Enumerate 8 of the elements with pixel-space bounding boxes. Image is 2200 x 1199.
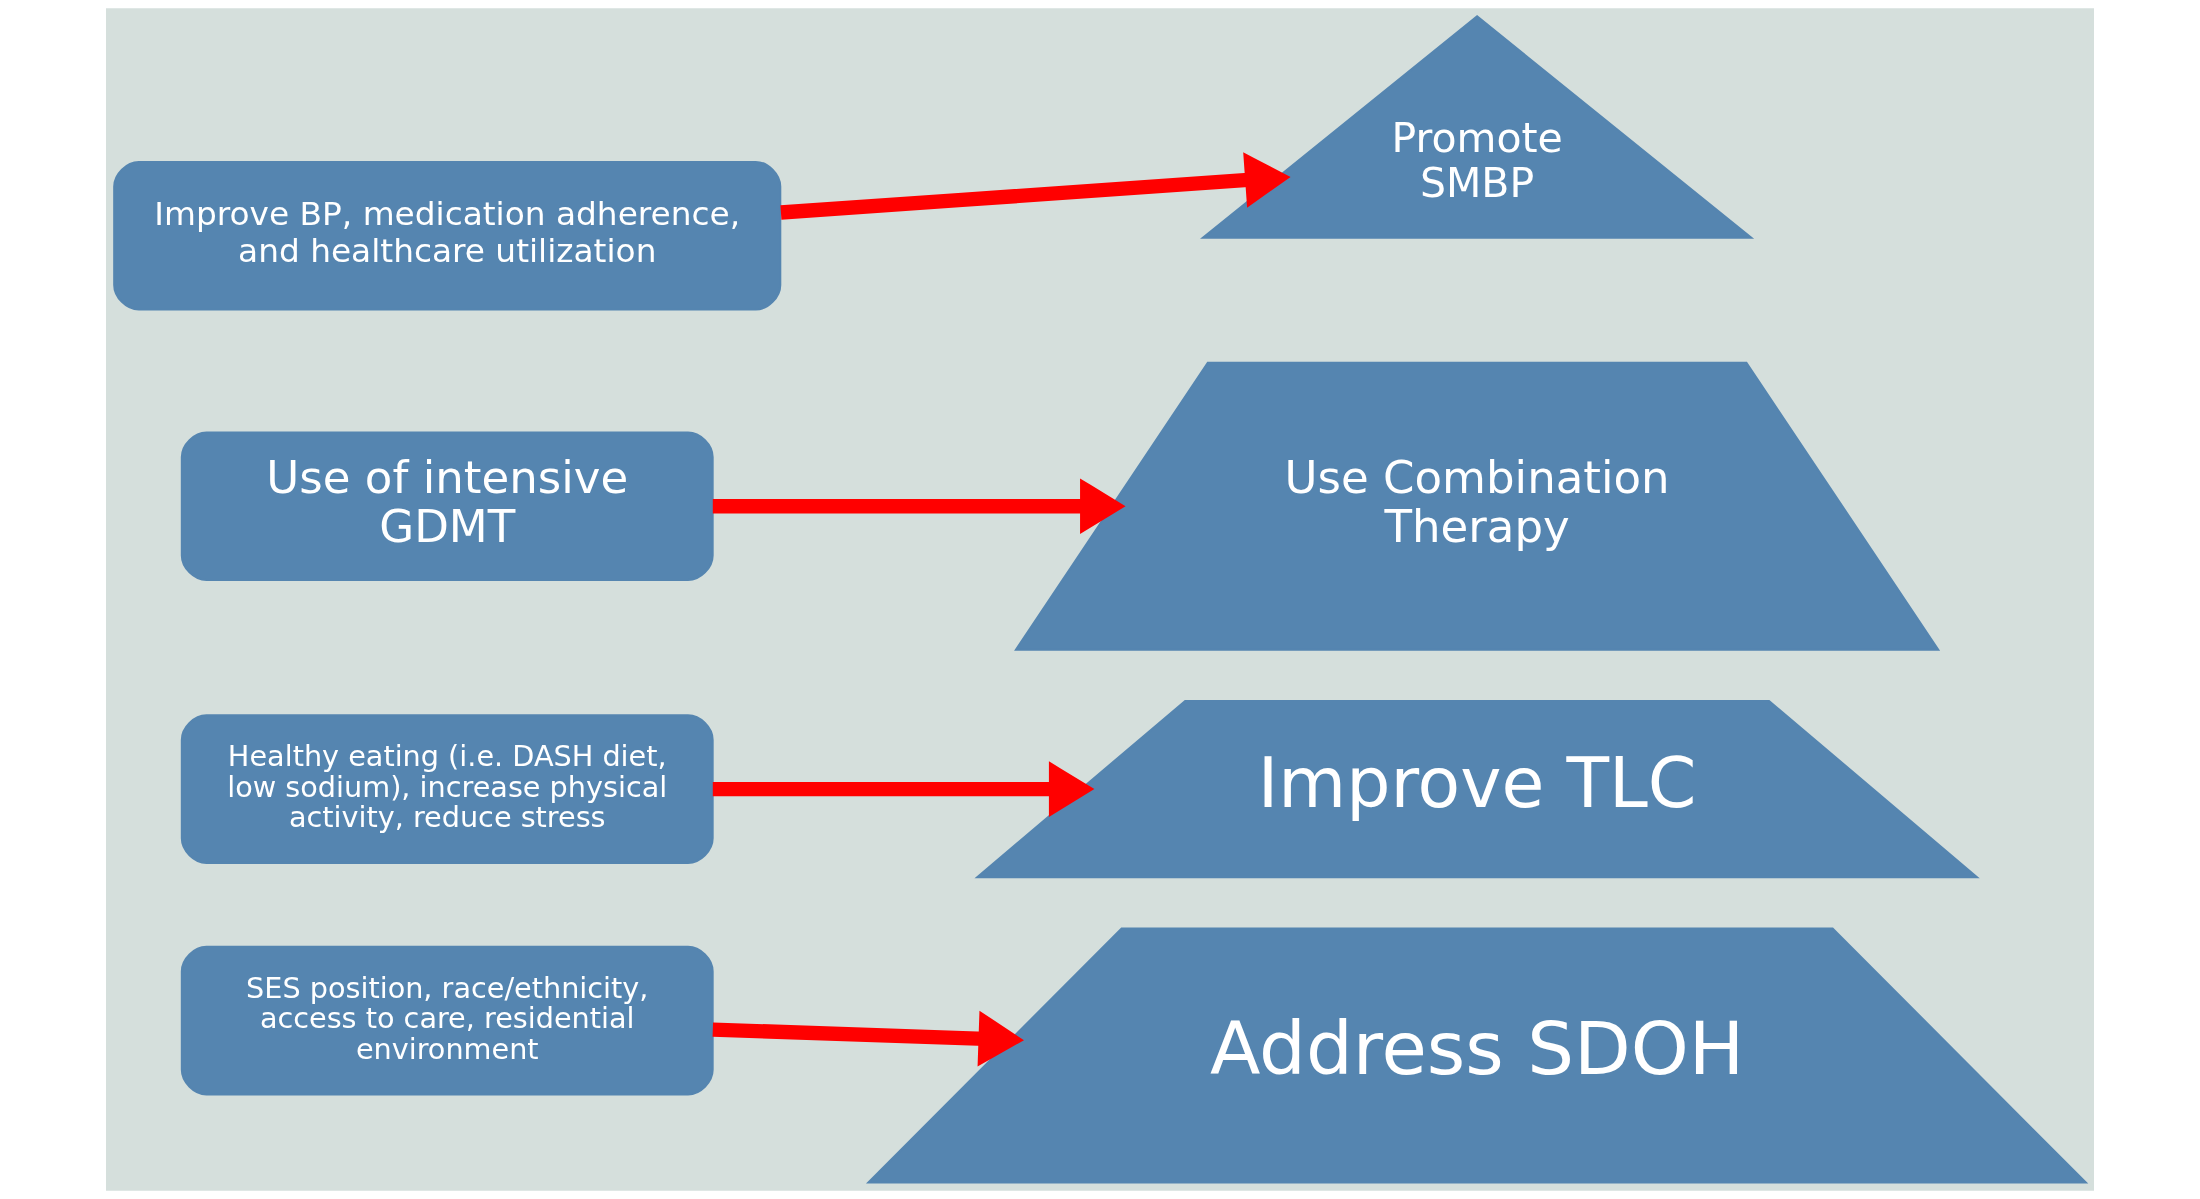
node-box: Use of intensive GDMT — [180, 431, 714, 582]
node-box: SES position, race/ethnicity, access to care, residential environment — [180, 945, 714, 1096]
arrow — [712, 478, 1126, 535]
arrow — [712, 1010, 1024, 1067]
arrow — [712, 761, 1095, 817]
arrow — [780, 152, 1291, 220]
node-box: Healthy eating (i.e. DASH diet, low sodium), increase physical activity, reduce stress — [180, 714, 714, 864]
node-box: Improve BP, medication adherence, and healthcare utilization — [113, 160, 782, 311]
